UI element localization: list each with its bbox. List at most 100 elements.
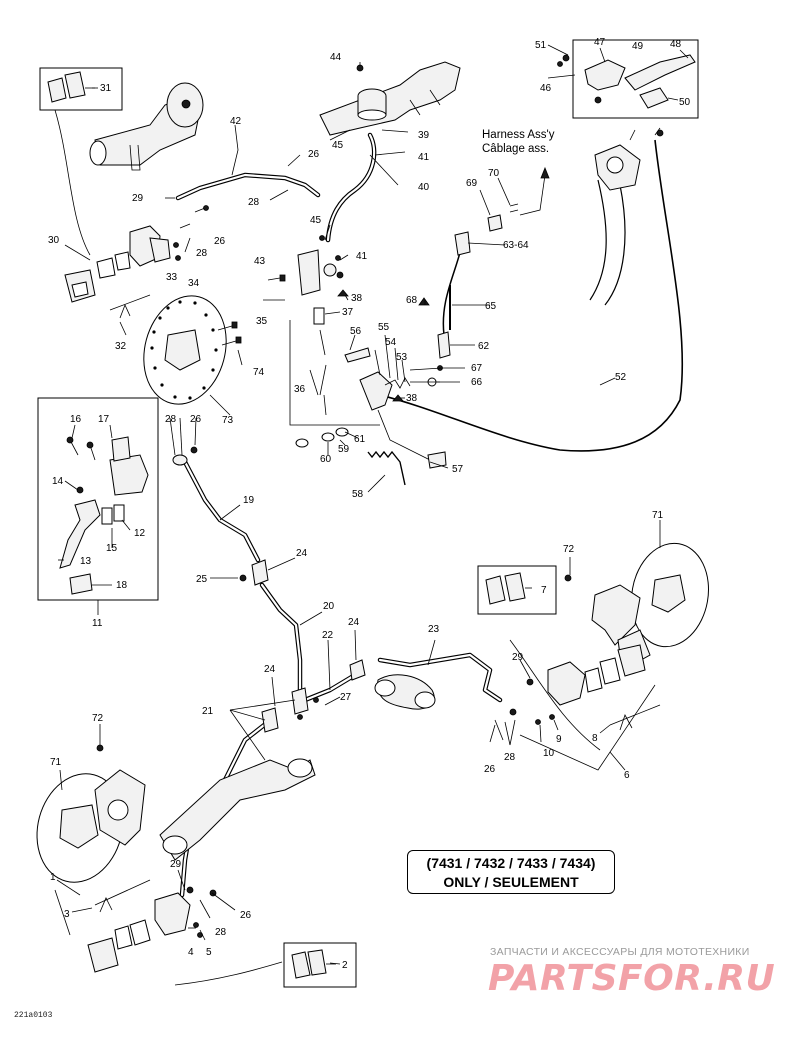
callout-61: 61 bbox=[354, 434, 366, 445]
callout-41: 41 bbox=[418, 152, 430, 163]
callout-29: 29 bbox=[132, 193, 144, 204]
callout-40: 40 bbox=[418, 182, 430, 193]
brake-line-20 bbox=[259, 582, 303, 698]
callout-58: 58 bbox=[352, 489, 364, 500]
callout-20: 20 bbox=[323, 601, 335, 612]
callout-38: 38 bbox=[406, 393, 418, 404]
callout-49: 49 bbox=[632, 41, 644, 52]
watermark-caption: ЗАПЧАСТИ И АКСЕССУАРЫ ДЛЯ МОТОТЕХНИКИ bbox=[490, 946, 750, 958]
model-applicability-note: (7431 / 7432 / 7433 / 7434) ONLY / SEULE… bbox=[407, 850, 615, 894]
callout-24: 24 bbox=[348, 617, 360, 628]
callout-63-64: 63-64 bbox=[503, 240, 529, 251]
callout-28: 28 bbox=[165, 414, 177, 425]
callout-22: 22 bbox=[322, 630, 334, 641]
cable-52 bbox=[379, 139, 684, 452]
callout-21: 21 bbox=[202, 706, 214, 717]
callout-34: 34 bbox=[188, 278, 200, 289]
callout-37: 37 bbox=[342, 307, 354, 318]
drawing-code: 221a0103 bbox=[14, 1011, 53, 1020]
brake-line-19 bbox=[182, 459, 261, 563]
harness-wire bbox=[442, 244, 463, 336]
callout-18: 18 bbox=[116, 580, 128, 591]
callout-59: 59 bbox=[338, 444, 350, 455]
callout-28: 28 bbox=[196, 248, 208, 259]
callout-19: 19 bbox=[243, 495, 255, 506]
callout-47: 47 bbox=[594, 37, 606, 48]
callout-62: 62 bbox=[478, 341, 490, 352]
callout-23: 23 bbox=[428, 624, 440, 635]
callout-68: 68 bbox=[406, 295, 418, 306]
callout-72: 72 bbox=[563, 544, 575, 555]
callout-labels: 31 42 29 30 28 26 33 34 32 74 73 44 39 4… bbox=[48, 37, 691, 971]
callout-15: 15 bbox=[106, 543, 118, 554]
callout-5: 5 bbox=[206, 947, 212, 958]
callout-24: 24 bbox=[264, 664, 276, 675]
callout-51: 51 bbox=[535, 40, 547, 51]
callout-54: 54 bbox=[385, 337, 397, 348]
callout-52: 52 bbox=[615, 372, 627, 383]
watermark-logo: PARTSFOR.RU bbox=[488, 958, 776, 999]
callout-11: 11 bbox=[92, 618, 103, 629]
callout-26: 26 bbox=[240, 910, 252, 921]
callout-26: 26 bbox=[190, 414, 202, 425]
callout-35: 35 bbox=[256, 316, 268, 327]
callout-13: 13 bbox=[80, 556, 92, 567]
callout-56: 56 bbox=[350, 326, 362, 337]
callout-42: 42 bbox=[230, 116, 242, 127]
callout-69: 69 bbox=[466, 178, 478, 189]
callout-27: 27 bbox=[340, 692, 352, 703]
lever-kit-box bbox=[557, 39, 699, 119]
callout-3: 3 bbox=[64, 909, 70, 920]
callout-67: 67 bbox=[471, 363, 483, 374]
callout-38: 38 bbox=[351, 293, 363, 304]
callout-73: 73 bbox=[222, 415, 234, 426]
pad-kit-box-31 bbox=[39, 67, 123, 111]
callout-9: 9 bbox=[556, 734, 562, 745]
harness-label: Harness Ass'y Câblage ass. bbox=[482, 128, 555, 156]
harness-label-fr: Câblage ass. bbox=[482, 143, 550, 155]
callout-26: 26 bbox=[214, 236, 226, 247]
callout-17: 17 bbox=[98, 414, 110, 425]
callout-44: 44 bbox=[330, 52, 342, 63]
callout-60: 60 bbox=[320, 454, 332, 465]
callout-39: 39 bbox=[418, 130, 430, 141]
callout-12: 12 bbox=[134, 528, 146, 539]
callout-57: 57 bbox=[452, 464, 464, 475]
callout-45: 45 bbox=[332, 140, 344, 151]
model-numbers: (7431 / 7432 / 7433 / 7434) bbox=[426, 855, 596, 871]
callout-30: 30 bbox=[48, 235, 60, 246]
pad-kit-box-2 bbox=[283, 942, 357, 988]
callout-29: 29 bbox=[512, 652, 524, 663]
callout-2: 2 bbox=[342, 960, 348, 971]
callout-28: 28 bbox=[215, 927, 227, 938]
callout-28: 28 bbox=[248, 197, 260, 208]
callout-48: 48 bbox=[670, 39, 682, 50]
callout-29: 29 bbox=[170, 859, 182, 870]
callout-25: 25 bbox=[196, 574, 208, 585]
callout-16: 16 bbox=[70, 414, 82, 425]
callout-46: 46 bbox=[540, 83, 552, 94]
callout-53: 53 bbox=[396, 352, 408, 363]
handlebar-switch-assembly bbox=[418, 127, 664, 387]
callout-31: 31 bbox=[100, 83, 112, 94]
callout-10: 10 bbox=[543, 748, 555, 759]
handlebar-tube bbox=[589, 179, 626, 306]
callout-28: 28 bbox=[504, 752, 516, 763]
front-right-brake bbox=[494, 542, 709, 771]
callout-71: 71 bbox=[50, 757, 62, 768]
callout-50: 50 bbox=[679, 97, 691, 108]
callout-26: 26 bbox=[484, 764, 496, 775]
harness-label-en: Harness Ass'y bbox=[482, 129, 555, 141]
callout-71: 71 bbox=[652, 510, 664, 521]
hand-master-cylinder-box bbox=[37, 397, 198, 601]
callout-7: 7 bbox=[541, 585, 547, 596]
callout-32: 32 bbox=[115, 341, 127, 352]
callout-14: 14 bbox=[52, 476, 64, 487]
callout-26: 26 bbox=[308, 149, 320, 160]
only-label: ONLY / SEULEMENT bbox=[443, 874, 579, 890]
callout-33: 33 bbox=[166, 272, 178, 283]
callout-24: 24 bbox=[296, 548, 308, 559]
pad-kit-box-7 bbox=[477, 565, 557, 615]
leader-lines bbox=[56, 44, 689, 965]
